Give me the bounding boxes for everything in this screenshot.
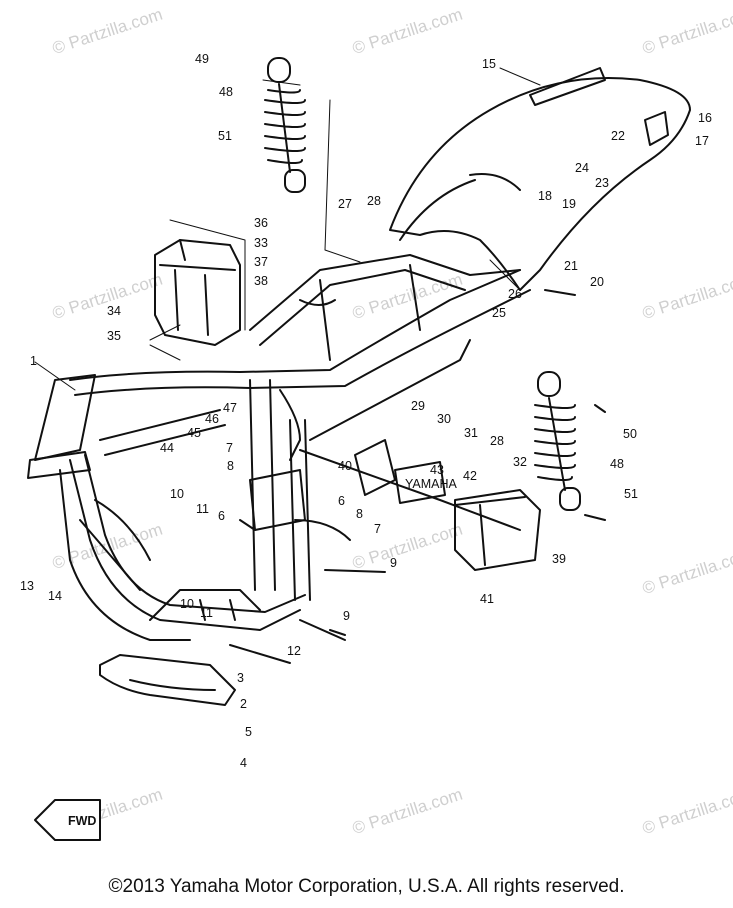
callout-31: 31	[464, 426, 478, 440]
tail-bracket	[644, 111, 669, 146]
callout-17: 17	[695, 134, 709, 148]
callout-29: 29	[411, 399, 425, 413]
callout-45: 45	[187, 426, 201, 440]
rear-shock-right	[534, 371, 581, 511]
callout-28a: 28	[367, 194, 381, 208]
callout-10a: 10	[170, 487, 184, 501]
callout-25: 25	[492, 306, 506, 320]
callout-16: 16	[698, 111, 712, 125]
callout-27: 27	[338, 197, 352, 211]
callout-7b: 7	[374, 522, 381, 536]
tool-box	[454, 489, 541, 571]
callout-48b: 48	[610, 457, 624, 471]
callout-32: 32	[513, 455, 527, 469]
battery-box	[154, 239, 241, 346]
callout-34: 34	[107, 304, 121, 318]
callout-21: 21	[564, 259, 578, 273]
callout-51b: 51	[624, 487, 638, 501]
callout-51a: 51	[218, 129, 232, 143]
callout-23: 23	[595, 176, 609, 190]
callout-48a: 48	[219, 85, 233, 99]
callout-5: 5	[245, 725, 252, 739]
callout-12: 12	[287, 644, 301, 658]
callout-2: 2	[240, 697, 247, 711]
callout-6a: 6	[218, 509, 225, 523]
decal-text: YAMAHA	[405, 477, 458, 491]
callout-37: 37	[254, 255, 268, 269]
callout-50: 50	[623, 427, 637, 441]
callout-10b: 10	[180, 597, 194, 611]
callout-14: 14	[48, 589, 62, 603]
callout-9a: 9	[390, 556, 397, 570]
callout-36: 36	[254, 216, 268, 230]
callout-4: 4	[240, 756, 247, 770]
callout-38: 38	[254, 274, 268, 288]
side-cover	[354, 439, 396, 496]
callout-41: 41	[480, 592, 494, 606]
callout-26: 26	[508, 287, 522, 301]
callout-24: 24	[575, 161, 589, 175]
callout-47: 47	[223, 401, 237, 415]
skid-plate	[99, 654, 236, 706]
callout-7a: 7	[226, 441, 233, 455]
frame-down-tube	[69, 459, 301, 631]
callout-49: 49	[195, 52, 209, 66]
callout-18: 18	[538, 189, 552, 203]
rear-fender	[389, 77, 691, 291]
callout-19: 19	[562, 197, 576, 211]
callout-9b: 9	[343, 609, 350, 623]
callout-46: 46	[205, 412, 219, 426]
callout-11a: 11	[196, 502, 209, 516]
callout-8b: 8	[356, 507, 363, 521]
callout-8a: 8	[227, 459, 234, 473]
center-upright	[249, 379, 276, 591]
callout-3: 3	[237, 671, 244, 685]
copyright-notice: ©2013 Yamaha Motor Corporation, U.S.A. A…	[108, 876, 625, 897]
callout-42: 42	[463, 469, 477, 483]
callout-33: 33	[254, 236, 268, 250]
fwd-arrow	[34, 799, 101, 841]
callout-43: 43	[430, 463, 444, 477]
callout-20: 20	[590, 275, 604, 289]
rear-shock-left	[264, 57, 306, 193]
callout-28b: 28	[490, 434, 504, 448]
callout-40: 40	[338, 459, 352, 473]
fender-stay	[529, 67, 606, 106]
callout-22: 22	[611, 129, 625, 143]
head-tube	[34, 374, 96, 461]
side-cover-decal	[394, 461, 446, 504]
callout-15: 15	[482, 57, 496, 71]
frame-top-tube	[69, 269, 521, 381]
fwd-label: FWD	[68, 814, 96, 828]
callout-1: 1	[30, 354, 37, 368]
callout-13: 13	[20, 579, 34, 593]
callout-35: 35	[107, 329, 121, 343]
callout-11b: 11	[200, 606, 213, 620]
callout-44: 44	[160, 441, 174, 455]
callout-30: 30	[437, 412, 451, 426]
callout-6b: 6	[338, 494, 345, 508]
callout-numbers: 1 2 3 4 5 6 6 7 7 8 8 9 9 10 10 11 11 12…	[20, 52, 712, 770]
callout-39: 39	[552, 552, 566, 566]
